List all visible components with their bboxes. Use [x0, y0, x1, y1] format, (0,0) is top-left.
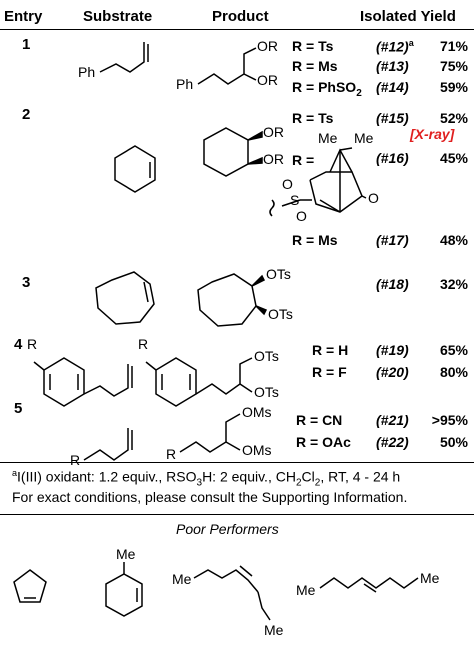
- footnote-line-1: aI(III) oxidant: 1.2 equiv., RSO3H: 2 eq…: [12, 468, 401, 489]
- entry3-product-ots-bottom: OTs: [268, 306, 293, 322]
- poor-methylcyclohexene-me: Me: [116, 546, 136, 562]
- entry4-product-r: R: [138, 336, 149, 352]
- entry1-substrate-ph: Ph: [78, 64, 96, 80]
- entry3-cond1-num: (#18): [376, 276, 409, 292]
- entry5-cond2-yield: 50%: [439, 434, 468, 450]
- entry2-substrate-structure: [114, 145, 156, 193]
- camphorsulfonyl-structure: [269, 147, 367, 217]
- entry-5-number: 5: [14, 400, 23, 417]
- entry2-cond2-r: R =: [292, 152, 315, 168]
- entry2-cond3-yield: 48%: [439, 232, 468, 248]
- entry4-cond2-num: (#20): [376, 364, 409, 380]
- entry5-cond1-r: R = CN: [296, 412, 343, 428]
- entry1-product-or-bottom: OR: [257, 72, 278, 88]
- camphor-so-o1: O: [282, 176, 293, 192]
- entry4-product-ots-bottom: OTs: [254, 384, 279, 400]
- entry4-cond1-num: (#19): [376, 342, 409, 358]
- entry5-cond1-num: (#21): [376, 412, 409, 428]
- entry2-product-or-top: OR: [263, 124, 284, 140]
- entry1-cond3-r: R = PhSO2: [292, 79, 362, 99]
- entry1-cond1-num: (#12)a: [376, 38, 414, 55]
- entry1-cond2-yield: 75%: [439, 58, 468, 74]
- entry-3-number: 3: [22, 274, 31, 291]
- entry-4-number: 4: [14, 336, 23, 353]
- entry1-substrate-structure: [99, 42, 149, 73]
- entry1-cond1-r: R = Ts: [292, 38, 334, 54]
- entry4-product-ots-top: OTs: [254, 348, 279, 364]
- entry1-product-ph: Ph: [176, 76, 194, 92]
- entry5-product-structure: [179, 413, 241, 453]
- entry-1-number: 1: [22, 36, 31, 53]
- entry1-product-structure: [197, 47, 257, 85]
- entry1-cond1-yield: 71%: [439, 38, 468, 54]
- entry2-cond2-num: (#16): [376, 150, 409, 166]
- poor-methylcyclohexene-structure: [105, 562, 143, 617]
- entry2-cond1-num: (#15): [376, 110, 409, 126]
- entry3-product-structure: [197, 273, 268, 327]
- entry2-cond3-num: (#17): [376, 232, 409, 248]
- entry5-cond2-r: R = OAc: [296, 434, 351, 450]
- poor-z-octene-me-left: Me: [172, 571, 192, 587]
- camphor-me-right: Me: [354, 130, 374, 146]
- header-rule: [0, 29, 474, 30]
- xray-note: [X-ray]: [410, 126, 455, 142]
- poor-performers-title: Poor Performers: [176, 521, 279, 537]
- entry4-cond1-yield: 65%: [439, 342, 468, 358]
- entry4-cond1-r: R = H: [312, 342, 349, 358]
- entry5-product-oms-top: OMs: [242, 404, 272, 420]
- entry4-cond2-yield: 80%: [439, 364, 468, 380]
- entry2-cond2-yield: 45%: [439, 150, 468, 166]
- camphor-sulfur: S: [290, 192, 300, 208]
- header-isolated-yield: Isolated Yield: [360, 8, 456, 25]
- entry5-substrate-r: R: [70, 452, 81, 468]
- entry2-product-or-bottom: OR: [263, 151, 284, 167]
- poor-e-octene-structure: [319, 577, 419, 593]
- entry3-cond1-yield: 32%: [439, 276, 468, 292]
- entry5-product-oms-bottom: OMs: [242, 442, 272, 458]
- header-product: Product: [212, 8, 269, 25]
- entry5-product-r: R: [166, 446, 177, 462]
- entry4-cond2-r: R = F: [312, 364, 347, 380]
- entry1-cond2-r: R = Ms: [292, 58, 338, 74]
- poor-e-octene-me-left: Me: [296, 582, 316, 598]
- header-substrate: Substrate: [83, 8, 153, 25]
- header-entry: Entry: [4, 8, 43, 25]
- camphor-ketone-o: O: [368, 190, 379, 206]
- entry4-substrate-r: R: [27, 336, 38, 352]
- entry5-cond1-yield: >95%: [431, 412, 468, 428]
- camphor-so-o2: O: [296, 208, 307, 224]
- poor-z-octene-me-bottom: Me: [264, 622, 284, 638]
- poor-e-octene-me-right: Me: [420, 570, 440, 586]
- poor-performers-rule: [0, 514, 474, 515]
- entry3-substrate-structure: [95, 271, 155, 325]
- footnote-rule: [0, 462, 474, 463]
- entry5-substrate-structure: [83, 428, 133, 461]
- poor-z-octene-structure: [193, 565, 271, 621]
- entry-2-number: 2: [22, 106, 31, 123]
- entry1-cond3-yield: 59%: [439, 79, 468, 95]
- entry1-cond2-num: (#13): [376, 58, 409, 74]
- entry1-cond3-num: (#14): [376, 79, 409, 95]
- entry2-cond1-r: R = Ts: [292, 110, 334, 126]
- entry3-product-ots-top: OTs: [266, 266, 291, 282]
- entry4-product-structure: [145, 357, 253, 407]
- entry1-product-or-top: OR: [257, 38, 278, 54]
- entry2-cond3-r: R = Ms: [292, 232, 338, 248]
- entry4-substrate-structure: [33, 357, 133, 407]
- entry5-cond2-num: (#22): [376, 434, 409, 450]
- footnote-line-2: For exact conditions, please consult the…: [12, 489, 408, 505]
- poor-cyclopentene-structure: [13, 569, 47, 603]
- camphor-me-left: Me: [318, 130, 338, 146]
- entry2-cond1-yield: 52%: [439, 110, 468, 126]
- entry2-product-structure: [203, 127, 263, 177]
